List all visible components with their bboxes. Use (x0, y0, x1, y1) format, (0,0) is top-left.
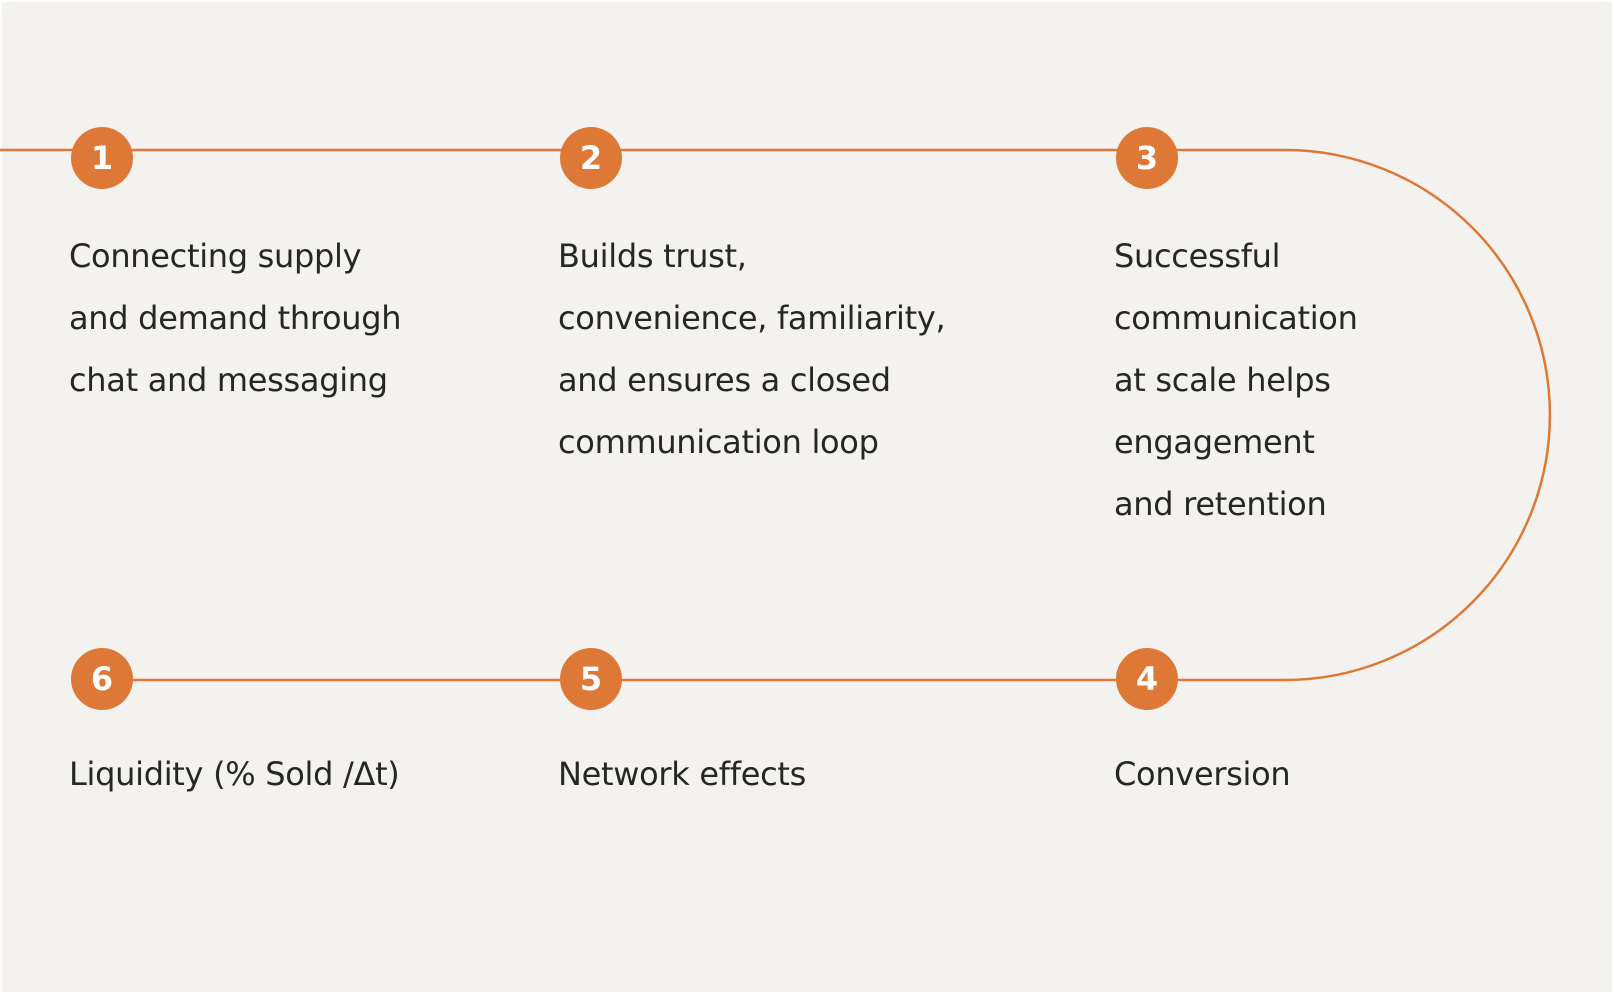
step-5-description: Network effects (558, 743, 806, 805)
step-2-line-4: communication loop (558, 423, 879, 461)
step-3-line-3: at scale helps (1114, 361, 1331, 399)
step-2-line-1: Builds trust, (558, 237, 747, 275)
step-6-badge: 6 (71, 648, 133, 710)
step-2-badge: 2 (560, 127, 622, 189)
step-5-line-1: Network effects (558, 755, 807, 793)
step-6-line-1: Liquidity (% Sold /Δt) (69, 755, 400, 793)
step-3-line-4: engagement (1114, 423, 1315, 461)
step-4-line-1: Conversion (1114, 755, 1291, 793)
step-6-description: Liquidity (% Sold /Δt) (69, 743, 400, 805)
step-1-line-3: chat and messaging (69, 361, 388, 399)
step-3-line-2: communication (1114, 299, 1358, 337)
step-2-line-3: and ensures a closed (558, 361, 891, 399)
step-4-badge: 4 (1116, 648, 1178, 710)
step-4-description: Conversion (1114, 743, 1291, 805)
step-1-line-1: Connecting supply (69, 237, 362, 275)
step-3-description: Successful communication at scale helps … (1114, 225, 1358, 535)
step-1-description: Connecting supply and demand through cha… (69, 225, 402, 411)
step-3-line-5: and retention (1114, 485, 1327, 523)
step-1-badge: 1 (71, 127, 133, 189)
step-5-badge: 5 (560, 648, 622, 710)
flow-path (0, 148, 1552, 682)
step-3-badge: 3 (1116, 127, 1178, 189)
step-1-line-2: and demand through (69, 299, 402, 337)
step-2-description: Builds trust, convenience, familiarity, … (558, 225, 946, 473)
step-2-line-2: convenience, familiarity, (558, 299, 946, 337)
step-3-line-1: Successful (1114, 237, 1281, 275)
